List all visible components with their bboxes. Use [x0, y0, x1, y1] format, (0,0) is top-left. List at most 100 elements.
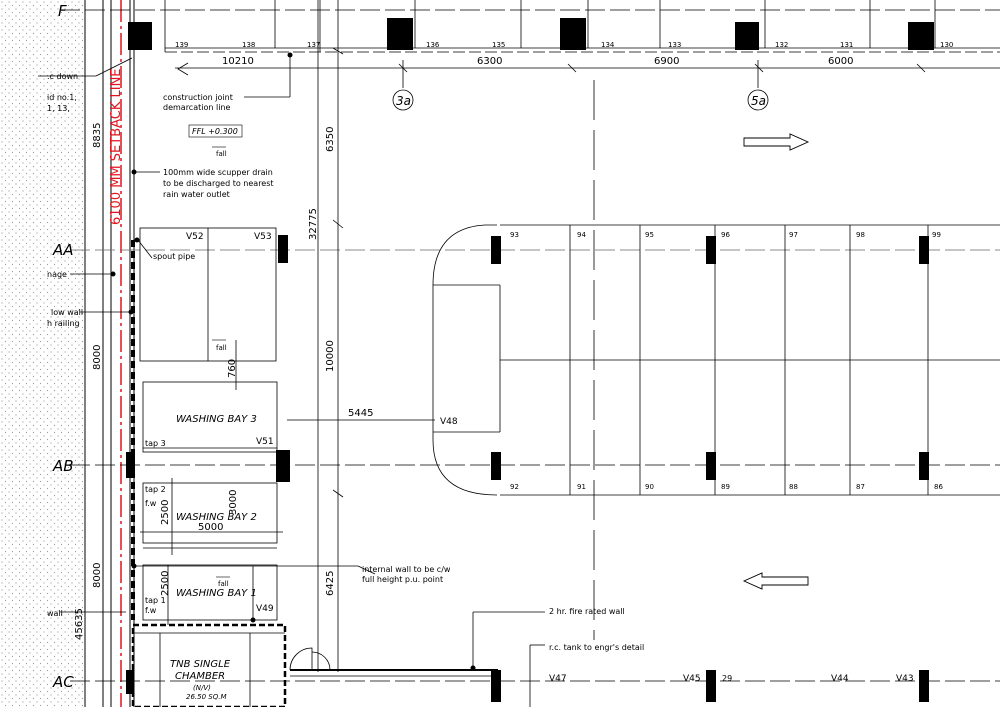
- dim-8000-lower: 8000: [92, 563, 103, 588]
- note-scupper-1: 100mm wide scupper drain: [163, 168, 273, 177]
- tap-2-label: tap 2: [145, 485, 166, 494]
- parking-number: 98: [856, 231, 865, 239]
- parking-number: 89: [721, 483, 730, 491]
- dim-8835: 8835: [92, 123, 103, 148]
- note-spout-pipe: spout pipe: [153, 252, 195, 261]
- column-v51: V51: [256, 437, 274, 447]
- parking-number: 134: [601, 41, 615, 49]
- leader-dots: [110, 52, 476, 671]
- column-v47: V47: [549, 674, 567, 684]
- note-internal-wall-1: internal wall to be c/w: [362, 565, 451, 574]
- tnb-chamber-title: TNB SINGLE: [170, 659, 231, 670]
- top-columns: [128, 18, 934, 50]
- fw-1-label: f.w: [145, 606, 157, 615]
- note-scupper-3: rain water outlet: [163, 190, 230, 199]
- ffl-box: [188, 124, 243, 138]
- room-washing-bay-2: WASHING BAY 2: [176, 512, 257, 523]
- parking-columns: [491, 236, 929, 702]
- parking-number: 139: [175, 41, 188, 49]
- column-v53: V53: [254, 232, 272, 242]
- room-washing-bay-1: WASHING BAY 1: [176, 588, 257, 599]
- parking-number: 87: [856, 483, 865, 491]
- top-dimension-line: [175, 60, 1000, 88]
- parking-number: 93: [510, 231, 519, 239]
- dim-5445: 5445: [348, 408, 373, 419]
- column-v52: V52: [186, 232, 204, 242]
- parking-number: 97: [789, 231, 798, 239]
- door-swing: [289, 647, 498, 677]
- dim-6350: 6350: [325, 127, 336, 152]
- tnb-chamber: [131, 623, 287, 707]
- parking-number: 135: [492, 41, 505, 49]
- bottom-parking-row: [529, 644, 545, 707]
- parking-number: 133: [668, 41, 681, 49]
- dim-5000: 5000: [198, 522, 223, 533]
- parking-number: 91: [577, 483, 586, 491]
- fall-label-3: fall: [218, 580, 229, 588]
- parking-number: 94: [577, 231, 586, 239]
- parking-number: 132: [775, 41, 788, 49]
- grid-label-aa: AA: [52, 241, 74, 259]
- grid-label-ac: AC: [52, 673, 74, 691]
- parking-number: 90: [645, 483, 654, 491]
- tnb-chamber-nv: (N/V): [193, 684, 211, 692]
- note-construction-joint: construction joint: [163, 93, 233, 102]
- parking-number: 92: [510, 483, 519, 491]
- tnb-chamber-subtitle: CHAMBER: [175, 671, 225, 682]
- dim-6300: 6300: [477, 56, 502, 67]
- note-demarcation-line: demarcation line: [163, 103, 230, 112]
- parking-number: 99: [932, 231, 941, 239]
- room-washing-bay-3: WASHING BAY 3: [176, 414, 257, 425]
- dim-10000: 10000: [325, 340, 336, 372]
- dim-6900: 6900: [654, 56, 679, 67]
- landscape-strip: [0, 0, 85, 707]
- parking-number: 130: [940, 41, 953, 49]
- fw-2-label: f.w: [145, 499, 157, 508]
- column-v49: V49: [256, 604, 274, 614]
- parking-number: 95: [645, 231, 654, 239]
- dim-3000: 3000: [228, 490, 239, 515]
- dim-8000-upper: 8000: [92, 345, 103, 370]
- tnb-chamber-area: 26.50 SQ.M: [186, 693, 226, 701]
- traffic-arrows: [742, 133, 810, 590]
- ffl-level: FFL +0.300: [192, 127, 238, 136]
- dim-760: 760: [227, 359, 238, 378]
- grid-label-5a: 5a: [751, 94, 766, 108]
- tap-3-label: tap 3: [145, 439, 166, 448]
- parking-number: 88: [789, 483, 798, 491]
- note-rc-tank: r.c. tank to engr's detail: [549, 643, 644, 652]
- parking-number: 137: [307, 41, 320, 49]
- dim-2500-lower: 2500: [160, 571, 171, 596]
- parking-number: 131: [840, 41, 853, 49]
- note-id-no: id no.1,: [47, 93, 77, 102]
- note-low-wall: low wall: [51, 308, 83, 317]
- note-drainage: nage: [47, 270, 67, 279]
- leader-lines: [38, 55, 545, 668]
- dim-6425: 6425: [325, 571, 336, 596]
- grid-bubbles: [392, 89, 769, 111]
- dim-45635: 45635: [74, 608, 85, 640]
- column-v45: V45: [683, 674, 701, 684]
- tap-1-label: tap 1: [145, 596, 166, 605]
- dim-32775: 32775: [308, 208, 319, 240]
- grid-label-3a: 3a: [396, 94, 411, 108]
- dim-2500-upper: 2500: [160, 500, 171, 525]
- washing-bays: [139, 227, 283, 625]
- parking-number: 29: [722, 674, 732, 683]
- parking-number: 136: [426, 41, 440, 49]
- note-fire-wall: 2 hr. fire rated wall: [549, 607, 625, 616]
- note-railing: h railing: [47, 319, 80, 328]
- parking-number: 96: [721, 231, 730, 239]
- column-v48: V48: [440, 417, 458, 427]
- note-id-no-2: 1, 13,: [47, 104, 70, 113]
- parking-number: 86: [934, 483, 943, 491]
- note-scupper-2: to be discharged to nearest: [163, 179, 274, 188]
- note-internal-wall-2: full height p.u. point: [362, 575, 443, 584]
- note-rc-down: .c down: [47, 72, 78, 81]
- top-parking-row: [164, 0, 1000, 53]
- ramp-area: [432, 224, 1000, 496]
- dim-10210: 10210: [222, 56, 254, 67]
- setback-label: 6100 MM SETBACK LINE: [109, 68, 124, 225]
- column-v43: V43: [896, 674, 914, 684]
